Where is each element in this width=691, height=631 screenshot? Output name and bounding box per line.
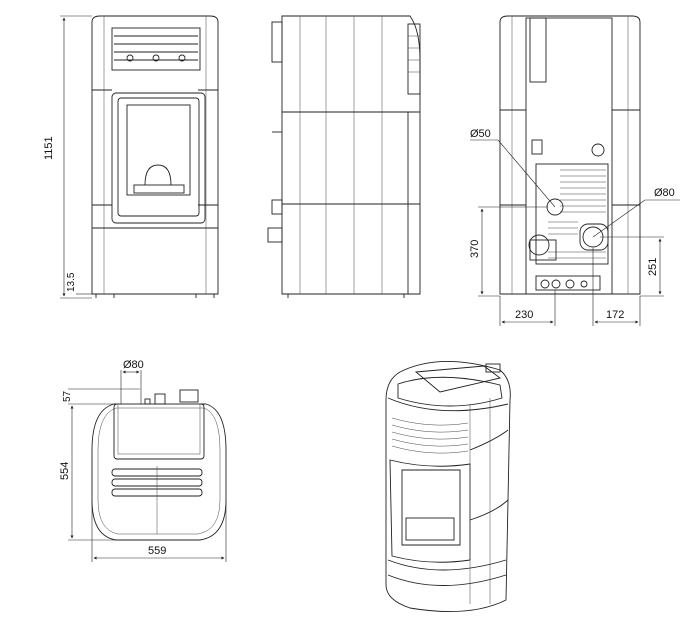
top-view xyxy=(91,389,227,541)
label-rear-large-flue-height: 251 xyxy=(647,258,659,276)
perspective-view xyxy=(385,361,511,612)
label-rear-right-offset: 172 xyxy=(606,309,624,321)
perspective-grille xyxy=(391,417,469,454)
label-rear-small-flue: Ø50 xyxy=(470,128,491,140)
label-front-height: 1151 xyxy=(43,136,55,160)
label-rear-small-flue-height: 370 xyxy=(469,240,481,258)
label-top-flue-offset: 57 xyxy=(62,390,73,402)
label-top-flue-diameter: Ø80 xyxy=(123,359,144,371)
side-view xyxy=(267,15,421,298)
top-dimensions: Ø80 57 554 559 xyxy=(59,359,227,562)
front-grille xyxy=(114,35,198,62)
rear-dimensions: Ø50 Ø80 370 251 230 172 xyxy=(469,128,680,326)
label-top-depth: 554 xyxy=(59,462,71,480)
label-foot-height: 13.5 xyxy=(66,272,77,292)
rear-vents xyxy=(548,169,606,259)
label-top-width: 559 xyxy=(148,545,166,557)
label-rear-large-flue: Ø80 xyxy=(654,187,675,199)
label-rear-left-offset: 230 xyxy=(515,309,533,321)
rear-view xyxy=(499,15,641,295)
front-view xyxy=(91,15,219,298)
dimension-front-height: 1151 13.5 xyxy=(43,15,92,299)
